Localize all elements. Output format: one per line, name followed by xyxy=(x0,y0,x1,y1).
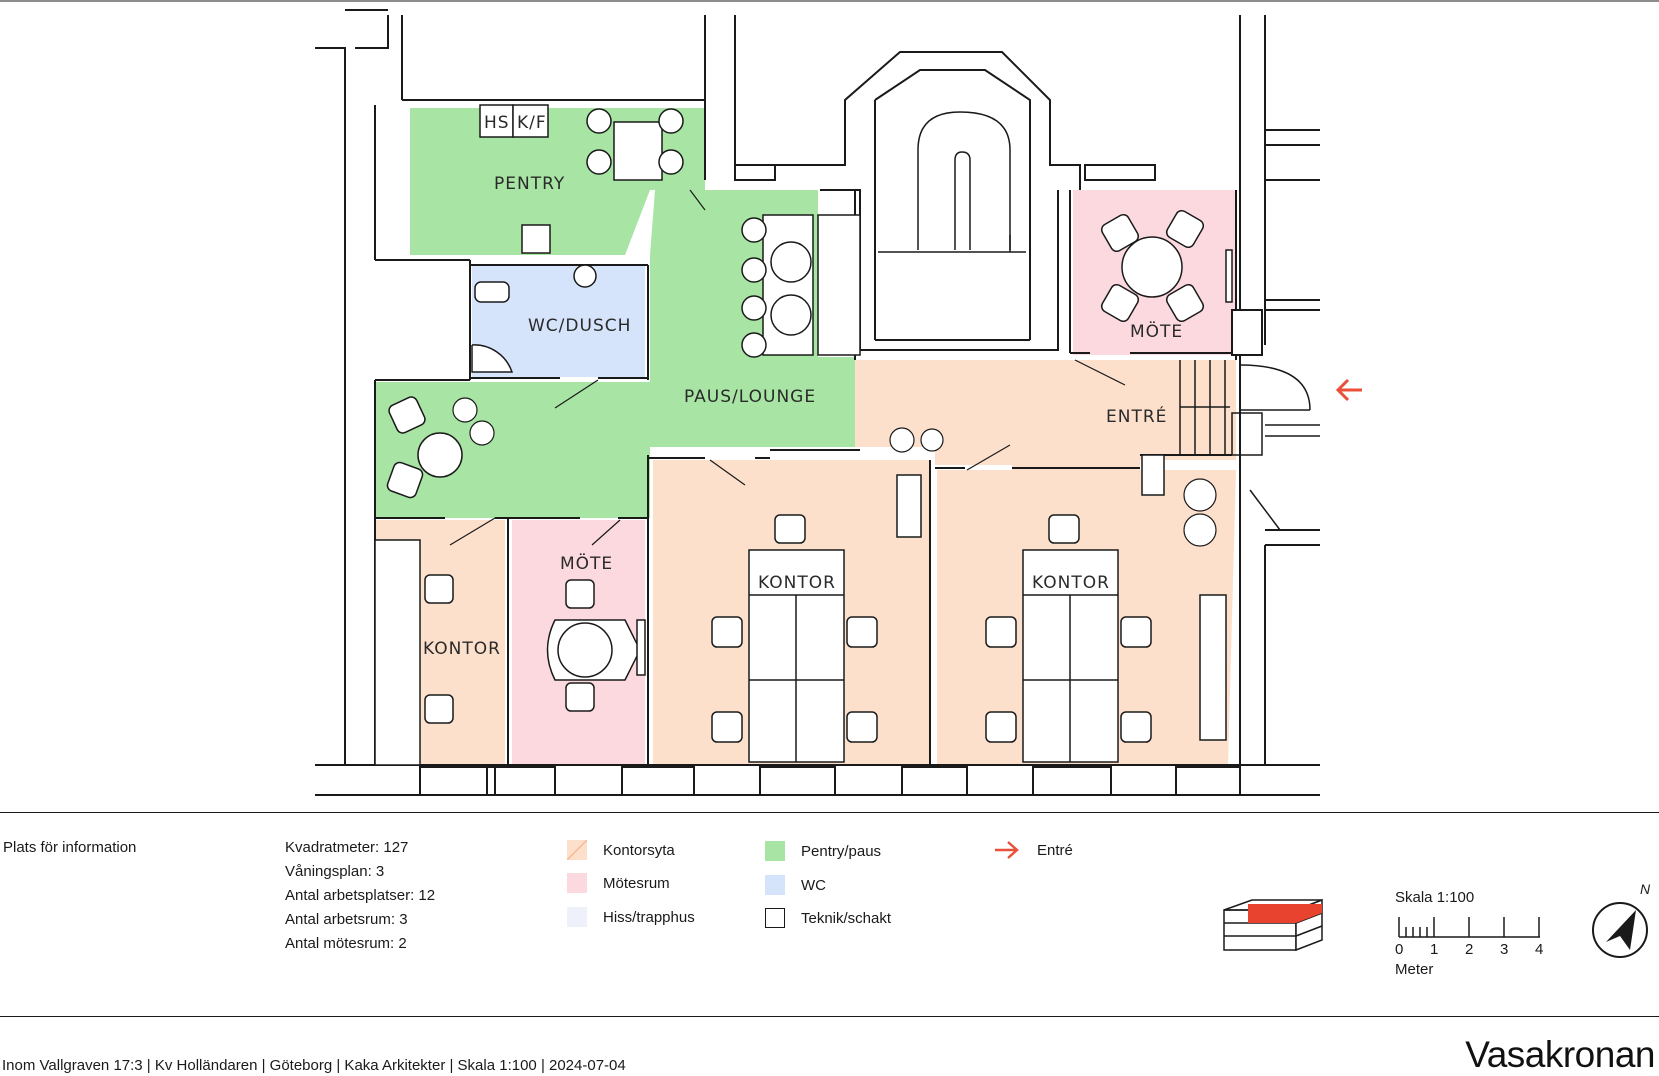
info-area: Kvadratmeter: 127 xyxy=(285,839,409,856)
swatch-kontorsyta xyxy=(567,840,587,860)
legend-pentry-label: Pentry/paus xyxy=(801,842,882,860)
current-floor-highlight xyxy=(1248,904,1322,923)
legend-hiss-label: Hiss/trapphus xyxy=(603,908,695,926)
info-placeholder: Plats för information xyxy=(3,839,137,856)
legend-motesrum: Mötesrum xyxy=(567,873,670,893)
legend-teknik: Teknik/schakt xyxy=(765,908,891,928)
north-compass-icon: N xyxy=(1592,881,1651,958)
legend-kontorsyta: Kontorsyta xyxy=(567,840,675,860)
legend-entre-label: Entré xyxy=(1037,841,1073,859)
scale-tick-2: 2 xyxy=(1465,941,1474,958)
label-mote-top: MÖTE xyxy=(1130,320,1183,342)
label-hs: HS xyxy=(484,113,510,133)
info-workplaces: Antal arbetsplatser: 12 xyxy=(285,887,436,904)
label-entre: ENTRÉ xyxy=(1106,405,1167,427)
legend-teknik-label: Teknik/schakt xyxy=(801,909,892,927)
legend-entre: Entré xyxy=(993,840,1073,860)
floor-plan: HS K/F xyxy=(0,0,1659,796)
scale-tick-1: 1 xyxy=(1430,941,1439,958)
swatch-motesrum xyxy=(567,873,587,893)
label-kontor-left: KONTOR xyxy=(423,639,501,659)
label-kf: K/F xyxy=(517,113,547,133)
legend-wc-label: WC xyxy=(801,876,826,894)
swatch-wc xyxy=(765,875,785,895)
scale-tick-4: 4 xyxy=(1535,941,1544,958)
legend-kontorsyta-label: Kontorsyta xyxy=(603,841,675,859)
floor-stack-icon xyxy=(1223,898,1323,952)
footer-address: Inom Vallgraven 17:3 | Kv Holländaren | … xyxy=(2,1057,626,1074)
brand-logo: Vasakronan xyxy=(1465,1034,1655,1075)
scale-title: Skala 1:100 xyxy=(1395,889,1475,906)
info-meetingrooms: Antal mötesrum: 2 xyxy=(285,935,407,952)
label-kontor-mid: KONTOR xyxy=(758,573,836,593)
legend-pentry: Pentry/paus xyxy=(765,841,881,861)
swatch-teknik xyxy=(765,908,785,928)
swatch-hiss xyxy=(567,907,587,927)
label-wc: WC/DUSCH xyxy=(528,316,631,336)
legend-top-rule xyxy=(0,812,1659,813)
legend-motesrum-label: Mötesrum xyxy=(603,874,670,892)
scale-tick-3: 3 xyxy=(1500,941,1509,958)
compass-north-label: N xyxy=(1640,881,1651,897)
scale-unit: Meter xyxy=(1395,961,1434,978)
label-kontor-right: KONTOR xyxy=(1032,573,1110,593)
label-paus-lounge: PAUS/LOUNGE xyxy=(684,387,816,407)
label-mote-small: MÖTE xyxy=(560,552,613,574)
info-workrooms: Antal arbetsrum: 3 xyxy=(285,911,408,928)
legend-wc: WC xyxy=(765,875,826,895)
label-pentry: PENTRY xyxy=(494,174,565,194)
entry-arrow-icon xyxy=(1335,378,1362,402)
room-entre xyxy=(855,360,1236,470)
entry-arrow-legend-icon xyxy=(995,841,1019,859)
legend-hiss: Hiss/trapphus xyxy=(567,907,695,927)
scale-bar xyxy=(1398,917,1540,938)
swatch-pentry xyxy=(765,841,785,861)
scale-tick-0: 0 xyxy=(1395,941,1404,958)
info-floor: Våningsplan: 3 xyxy=(285,863,385,880)
footer-rule xyxy=(0,1016,1659,1017)
room-paus-lounge xyxy=(375,190,855,518)
